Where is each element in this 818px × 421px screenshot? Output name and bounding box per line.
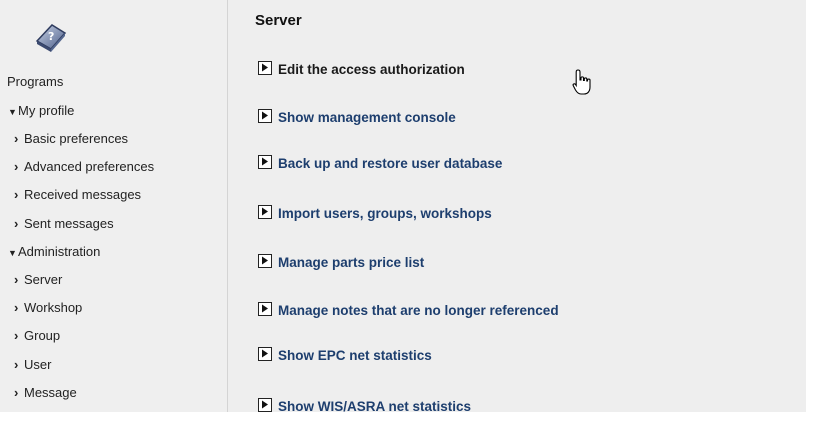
sidebar-item-label: Group bbox=[24, 328, 61, 343]
action-label: Show management console bbox=[278, 110, 456, 125]
help-book-icon[interactable]: ? bbox=[34, 19, 68, 53]
action-label: Import users, groups, workshops bbox=[278, 206, 492, 221]
sidebar-item[interactable]: › Server bbox=[14, 272, 62, 287]
chevron-right-icon: › bbox=[14, 159, 19, 174]
chevron-right-icon: › bbox=[14, 328, 19, 343]
hand-pointer-icon bbox=[572, 69, 591, 95]
action-link[interactable]: Show WIS/ASRA net statistics bbox=[258, 398, 471, 414]
play-arrow-icon bbox=[258, 155, 272, 169]
action-link[interactable]: Import users, groups, workshops bbox=[258, 205, 492, 221]
action-label: Edit the access authorization bbox=[278, 62, 465, 77]
sidebar-item[interactable]: › Group bbox=[14, 328, 60, 343]
play-arrow-icon bbox=[258, 109, 272, 123]
action-link[interactable]: Edit the access authorization bbox=[258, 61, 465, 77]
sidebar-item-label: Received messages bbox=[24, 187, 142, 202]
sidebar-item-label: Workshop bbox=[24, 300, 83, 315]
action-label: Show EPC net statistics bbox=[278, 348, 432, 363]
sidebar-item-label: Sent messages bbox=[24, 216, 114, 231]
sidebar-item-label: Administration bbox=[18, 244, 101, 259]
play-arrow-icon bbox=[258, 302, 272, 316]
chevron-right-icon: › bbox=[14, 357, 19, 372]
action-link[interactable]: Back up and restore user database bbox=[258, 155, 502, 171]
chevron-right-icon: › bbox=[14, 385, 19, 400]
action-label: Manage notes that are no longer referenc… bbox=[278, 303, 559, 318]
sidebar-item[interactable]: › Basic preferences bbox=[14, 131, 128, 146]
chevron-right-icon: › bbox=[14, 272, 19, 287]
chevron-right-icon: › bbox=[14, 131, 19, 146]
chevron-right-icon: › bbox=[14, 300, 19, 315]
sidebar-item-label: Message bbox=[24, 385, 77, 400]
action-link[interactable]: Show EPC net statistics bbox=[258, 347, 432, 363]
sidebar-item-label: My profile bbox=[18, 103, 75, 118]
sidebar-item[interactable]: ▼Administration bbox=[8, 244, 100, 259]
chevron-right-icon: › bbox=[14, 216, 19, 231]
sidebar: ? Programs ▼My profile›Basic preferences… bbox=[0, 0, 228, 412]
sidebar-item[interactable]: › Received messages bbox=[14, 187, 141, 202]
svg-text:?: ? bbox=[48, 30, 54, 43]
sidebar-item-label: User bbox=[24, 357, 52, 372]
play-arrow-icon bbox=[258, 205, 272, 219]
sidebar-item[interactable]: › Workshop bbox=[14, 300, 82, 315]
sidebar-item[interactable]: › Message bbox=[14, 385, 77, 400]
action-label: Back up and restore user database bbox=[278, 156, 503, 171]
action-link[interactable]: Show management console bbox=[258, 109, 456, 125]
play-arrow-icon bbox=[258, 398, 272, 412]
caret-down-icon: ▼ bbox=[8, 107, 17, 117]
action-label: Show WIS/ASRA net statistics bbox=[278, 399, 472, 414]
sidebar-item-label: Basic preferences bbox=[24, 131, 129, 146]
sidebar-item[interactable]: › Advanced preferences bbox=[14, 159, 154, 174]
action-link[interactable]: Manage notes that are no longer referenc… bbox=[258, 302, 559, 318]
sidebar-item[interactable]: ▼My profile bbox=[8, 103, 74, 118]
play-arrow-icon bbox=[258, 61, 272, 75]
action-label: Manage parts price list bbox=[278, 255, 425, 270]
sidebar-item-label: Advanced preferences bbox=[24, 159, 155, 174]
play-arrow-icon bbox=[258, 254, 272, 268]
sidebar-item-label: Server bbox=[24, 272, 63, 287]
sidebar-item[interactable]: › User bbox=[14, 357, 51, 372]
programs-label: Programs bbox=[7, 74, 64, 89]
caret-down-icon: ▼ bbox=[8, 248, 17, 258]
play-arrow-icon bbox=[258, 347, 272, 361]
sidebar-item[interactable]: › Sent messages bbox=[14, 216, 114, 231]
chevron-right-icon: › bbox=[14, 187, 19, 202]
action-link[interactable]: Manage parts price list bbox=[258, 254, 424, 270]
page-title: Server bbox=[255, 12, 302, 29]
